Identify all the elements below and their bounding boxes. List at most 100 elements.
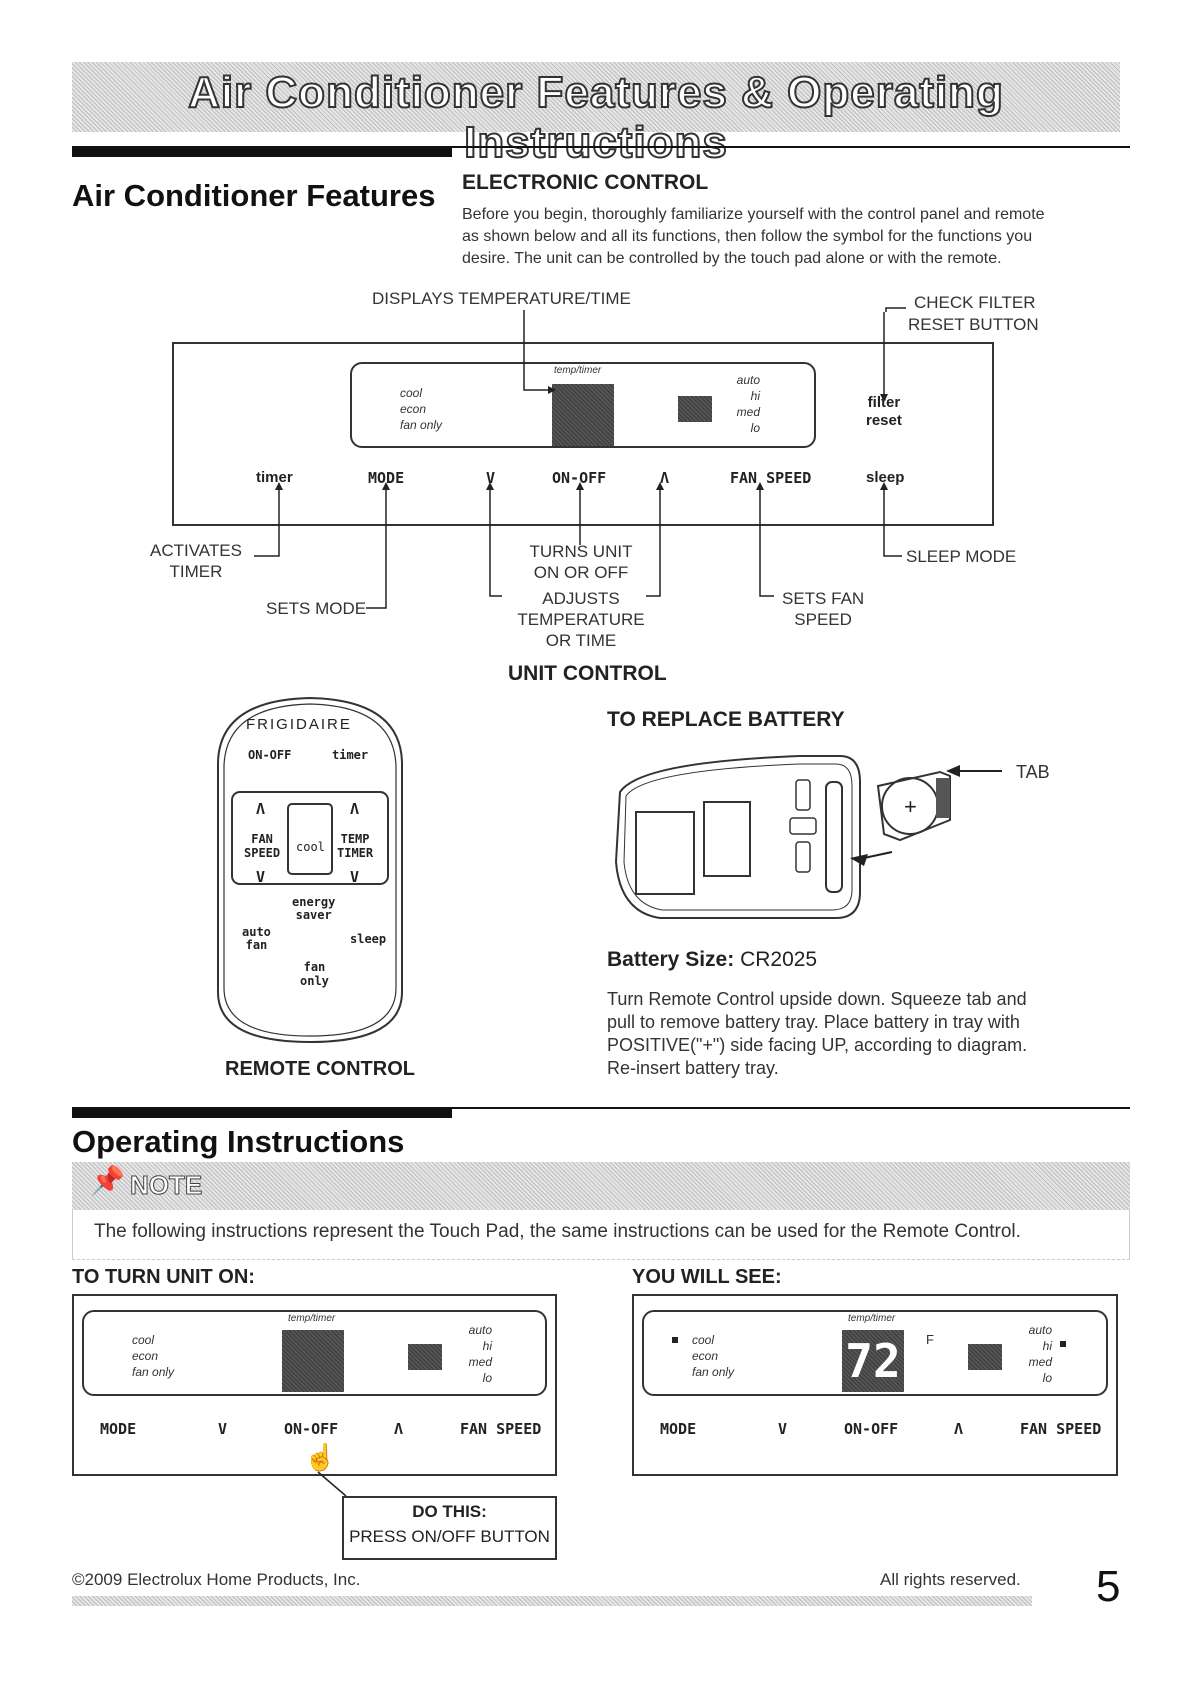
- callout-displays: DISPLAYS TEMPERATURE/TIME: [372, 289, 631, 308]
- section-rule-thin: [452, 146, 1130, 148]
- callout-sleep-mode: SLEEP MODE: [906, 547, 1017, 566]
- callout-activates-timer: ACTIVATES TIMER: [150, 540, 242, 582]
- mode-item: fan only: [692, 1365, 735, 1379]
- mode-item: econ: [132, 1349, 159, 1363]
- remote-label-line: fan: [303, 960, 326, 974]
- remote-brand-logo: FRIGIDAIRE: [246, 716, 352, 733]
- intro-line: desire. The unit can be controlled by th…: [462, 250, 1002, 267]
- callout-line: TURNS UNIT: [529, 542, 633, 561]
- remote-temp-down-button[interactable]: V: [350, 868, 360, 886]
- remote-energy-saver-button[interactable]: energy saver: [292, 896, 335, 922]
- you-will-see-lcd-display: [842, 1330, 904, 1392]
- mode-item: fan only: [132, 1365, 175, 1379]
- callout-line: SETS FAN: [782, 589, 865, 608]
- remote-label-line: SPEED: [244, 846, 281, 860]
- remote-temp-up-button[interactable]: Λ: [350, 800, 360, 818]
- remote-fan-up-button[interactable]: Λ: [256, 800, 266, 818]
- remote-label-line: TIMER: [337, 846, 374, 860]
- intro-line: as shown below and all its functions, th…: [462, 228, 1033, 245]
- callout-line: ACTIVATES: [150, 541, 242, 560]
- you-will-see-display-window: [642, 1310, 1108, 1396]
- speed-item: auto: [1028, 1323, 1052, 1337]
- temp-down-button[interactable]: V: [486, 469, 496, 487]
- on-off-button[interactable]: ON-OFF: [552, 469, 607, 487]
- hand-leader-line: [317, 1471, 347, 1497]
- note-bar: [72, 1162, 1130, 1210]
- electronic-control-heading: ELECTRONIC CONTROL: [462, 171, 709, 194]
- svg-text:+: +: [904, 794, 917, 819]
- remote-control-caption: REMOTE CONTROL: [225, 1058, 415, 1080]
- callout-line: ON OR OFF: [533, 563, 629, 582]
- replace-battery-heading: TO REPLACE BATTERY: [607, 708, 845, 731]
- remote-control-outline: [217, 696, 403, 1044]
- speed-item: auto: [468, 1323, 492, 1337]
- panel-speed-indicator: [678, 396, 712, 422]
- remote-label-line: only: [300, 974, 329, 988]
- you-will-see-mode-button[interactable]: MODE: [660, 1420, 697, 1438]
- pushpin-icon: 📌: [90, 1165, 125, 1196]
- mode-item: cool: [692, 1333, 715, 1347]
- speed-item: hi: [482, 1339, 492, 1353]
- section-rule-thick: [72, 146, 452, 157]
- temp-up-button[interactable]: Λ: [660, 469, 670, 487]
- speed-item: lo: [1042, 1371, 1052, 1385]
- remote-on-off-button[interactable]: ON-OFF: [248, 748, 292, 762]
- intro-line: Before you begin, thoroughly familiarize…: [462, 206, 1045, 223]
- you-will-see-speed-list: auto hi med lo: [1022, 1322, 1052, 1386]
- section-rule-thin: [452, 1107, 1130, 1109]
- speed-item: med: [1028, 1355, 1052, 1369]
- battery-size-line: Battery Size: CR2025: [607, 948, 817, 972]
- do-this-instruction: PRESS ON/OFF BUTTON: [349, 1527, 550, 1546]
- remote-label-line: FAN: [251, 832, 273, 846]
- remote-auto-fan-button[interactable]: auto fan: [242, 926, 271, 952]
- operating-section-title: Operating Instructions: [72, 1124, 405, 1159]
- turn-on-down-button[interactable]: V: [218, 1420, 228, 1438]
- remote-fan-only-button[interactable]: fan only: [300, 960, 329, 988]
- remote-timer-button[interactable]: timer: [332, 748, 369, 762]
- page-number: 5: [1096, 1562, 1121, 1611]
- remote-cool-button[interactable]: cool: [296, 840, 325, 854]
- features-section-title: Air Conditioner Features: [72, 178, 436, 213]
- timer-button[interactable]: timer: [256, 469, 293, 486]
- filter-reset-button[interactable]: filter reset: [866, 394, 902, 430]
- you-will-see-panel: [632, 1294, 1118, 1476]
- intro-paragraph: Before you begin, thoroughly familiarize…: [462, 204, 1142, 270]
- you-will-see-down-button[interactable]: V: [778, 1420, 788, 1438]
- turn-on-temp-timer-label: temp/timer: [288, 1313, 336, 1324]
- you-will-see-fan-speed-button[interactable]: FAN SPEED: [1020, 1420, 1102, 1438]
- callout-line: TEMPERATURE: [517, 610, 645, 629]
- temperature-unit: F: [926, 1332, 934, 1347]
- you-will-see-on-off-button[interactable]: ON-OFF: [844, 1420, 899, 1438]
- remote-label-line: auto: [242, 925, 271, 939]
- speed-item: lo: [482, 1371, 492, 1385]
- callout-sets-fan: SETS FAN SPEED: [782, 588, 864, 630]
- turn-on-fan-speed-button[interactable]: FAN SPEED: [460, 1420, 542, 1438]
- footer-hatch-bar: [72, 1596, 1032, 1606]
- pointing-hand-icon: ☝: [304, 1442, 337, 1472]
- footer-copyright: ©2009 Electrolux Home Products, Inc.: [72, 1570, 361, 1589]
- remote-fan-speed-label: FAN SPEED: [244, 832, 280, 860]
- panel-display-window: [350, 362, 816, 448]
- mode-item: fan only: [400, 418, 443, 432]
- remote-fan-down-button[interactable]: V: [256, 868, 266, 886]
- turn-on-up-button[interactable]: Λ: [394, 1420, 404, 1438]
- mode-button[interactable]: MODE: [368, 469, 405, 487]
- control-panel: [172, 342, 994, 526]
- panel-temp-timer-label: temp/timer: [554, 365, 602, 376]
- remote-sleep-button[interactable]: sleep: [350, 932, 387, 946]
- turn-on-speed-list: auto hi med lo: [462, 1322, 492, 1386]
- mode-item: econ: [692, 1349, 719, 1363]
- fan-speed-button[interactable]: FAN SPEED: [730, 469, 812, 487]
- callout-line: TIMER: [169, 562, 223, 581]
- sleep-button[interactable]: sleep: [866, 469, 905, 486]
- battery-size-value: CR2025: [740, 948, 818, 971]
- battery-instruction-line: Turn Remote Control upside down. Squeeze…: [607, 989, 1027, 1009]
- battery-instructions: Turn Remote Control upside down. Squeeze…: [607, 988, 1027, 1080]
- section-rule-thick: [72, 1107, 452, 1118]
- turn-on-mode-button[interactable]: MODE: [100, 1420, 137, 1438]
- remote-label-line: saver: [295, 908, 332, 922]
- you-will-see-up-button[interactable]: Λ: [954, 1420, 964, 1438]
- turn-on-on-off-button[interactable]: ON-OFF: [284, 1420, 339, 1438]
- you-will-see-heading: YOU WILL SEE:: [632, 1266, 782, 1288]
- turn-on-panel: [72, 1294, 557, 1476]
